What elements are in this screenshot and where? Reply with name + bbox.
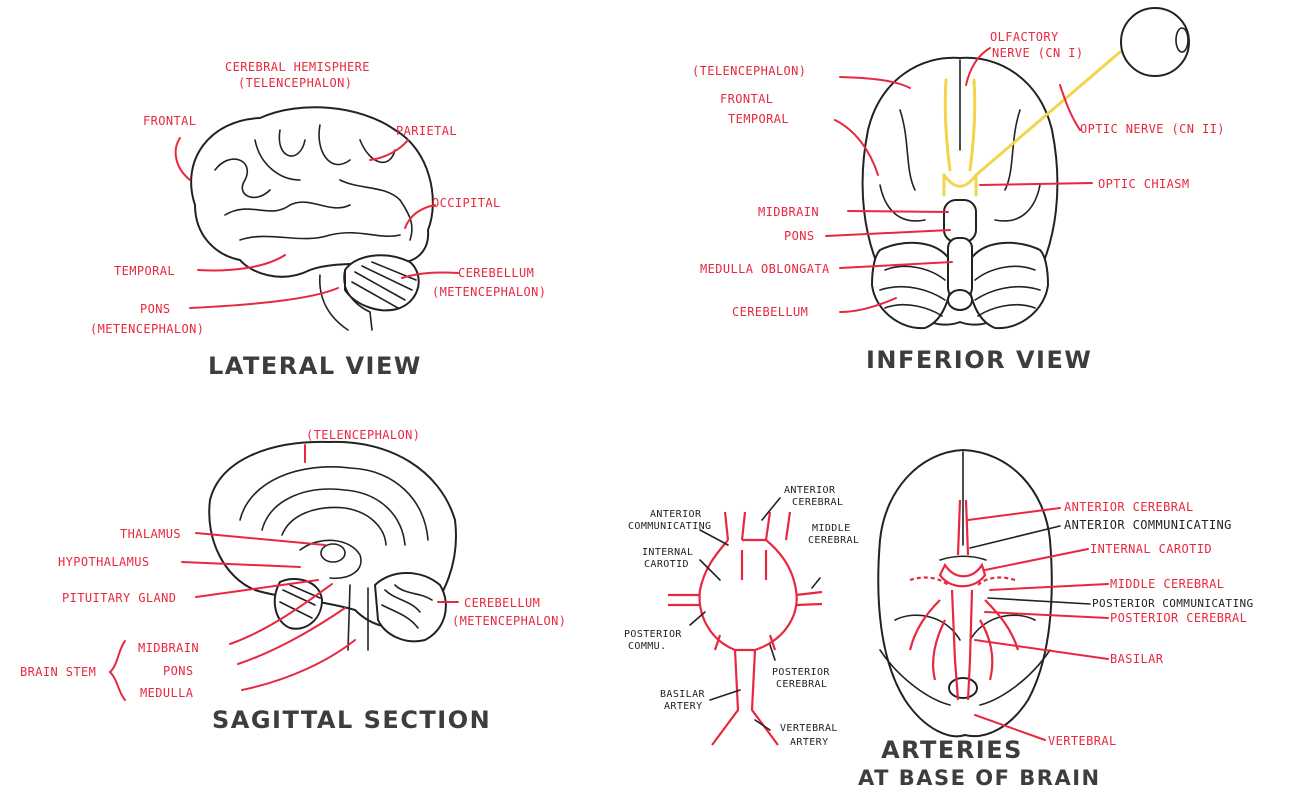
label-circle-posterior-comm-1: POSTERIOR (624, 629, 682, 640)
label-medulla-oblongata: MEDULLA OBLONGATA (700, 262, 830, 276)
label-circle-anterior-cerebral-1: ANTERIOR (784, 485, 836, 496)
label-anterior-communicating: ANTERIOR COMMUNICATING (1064, 518, 1232, 532)
label-midbrain-inferior: MIDBRAIN (758, 205, 819, 219)
title-sagittal-section: SAGITTAL SECTION (212, 706, 492, 734)
label-telencephalon-lateral: (TELENCEPHALON) (238, 76, 353, 90)
label-vertebral: VERTEBRAL (1048, 734, 1117, 748)
title-base-of-brain: AT BASE OF BRAIN (858, 766, 1101, 790)
label-posterior-cerebral: POSTERIOR CEREBRAL (1110, 611, 1248, 625)
title-inferior-view: INFERIOR VIEW (866, 346, 1093, 374)
label-cerebral-hemisphere: CEREBRAL HEMISPHERE (225, 60, 370, 74)
label-circle-middle-cerebral-1: MIDDLE (812, 523, 851, 534)
label-pituitary-gland: PITUITARY GLAND (62, 591, 177, 605)
label-thalamus: THALAMUS (120, 527, 181, 541)
label-circle-middle-cerebral-2: CEREBRAL (808, 535, 860, 546)
label-optic-nerve: OPTIC NERVE (CN II) (1080, 122, 1225, 136)
label-circle-basilar-2: ARTERY (664, 701, 703, 712)
label-olfactory: OLFACTORY (990, 30, 1059, 44)
label-metencephalon-cerebellum: (METENCEPHALON) (432, 285, 547, 299)
title-arteries: ARTERIES (881, 736, 1023, 764)
label-parietal: PARIETAL (396, 124, 457, 138)
label-occipital: OCCIPITAL (432, 196, 501, 210)
inferior-brain (825, 7, 1190, 330)
label-circle-posterior-comm-2: COMMU. (628, 641, 667, 652)
label-hypothalamus: HYPOTHALAMUS (58, 555, 150, 569)
label-posterior-communicating: POSTERIOR COMMUNICATING (1092, 597, 1254, 610)
label-telencephalon-sagittal: (TELENCEPHALON) (306, 428, 421, 442)
label-circle-posterior-cerebral-2: CEREBRAL (776, 679, 828, 690)
label-frontal-lateral: FRONTAL (143, 114, 197, 128)
title-lateral-view: LATERAL VIEW (208, 352, 422, 380)
label-medulla-sagittal: MEDULLA (140, 686, 194, 700)
label-cerebellum-inferior: CEREBELLUM (732, 305, 809, 319)
label-circle-basilar-1: BASILAR (660, 689, 705, 700)
label-frontal-inferior: FRONTAL (720, 92, 774, 106)
label-metencephalon-sagittal: (METENCEPHALON) (452, 614, 567, 628)
label-circle-vertebral-1: VERTEBRAL (780, 723, 838, 734)
label-circle-anterior-communicating-1: ANTERIOR (650, 509, 702, 520)
label-pons-lateral: PONS (140, 302, 171, 316)
label-circle-posterior-cerebral-1: POSTERIOR (772, 667, 830, 678)
label-middle-cerebral: MIDDLE CEREBRAL (1110, 577, 1225, 591)
label-brain-stem: BRAIN STEM (20, 665, 97, 679)
label-pons-sagittal: PONS (163, 664, 194, 678)
label-circle-vertebral-2: ARTERY (790, 737, 829, 748)
base-brain-arteries (877, 448, 1109, 741)
label-circle-internal-carotid-1: INTERNAL (642, 547, 694, 558)
circle-of-willis (668, 497, 823, 746)
label-basilar: BASILAR (1110, 652, 1164, 666)
label-olfactory-nerve: NERVE (CN I) (992, 46, 1084, 60)
label-midbrain-sagittal: MIDBRAIN (138, 641, 199, 655)
label-telencephalon-inferior: (TELENCEPHALON) (692, 64, 807, 78)
label-pons-inferior: PONS (784, 229, 815, 243)
label-temporal-lateral: TEMPORAL (114, 264, 175, 278)
label-circle-anterior-communicating-2: COMMUNICATING (628, 521, 712, 532)
label-circle-internal-carotid-2: CAROTID (644, 559, 689, 570)
lateral-brain (174, 106, 459, 331)
label-internal-carotid: INTERNAL CAROTID (1090, 542, 1212, 556)
label-cerebellum-sagittal: CEREBELLUM (464, 596, 541, 610)
label-anterior-cerebral: ANTERIOR CEREBRAL (1064, 500, 1194, 514)
label-cerebellum-lateral: CEREBELLUM (458, 266, 535, 280)
label-circle-anterior-cerebral-2: CEREBRAL (792, 497, 844, 508)
sagittal-brain (108, 440, 459, 701)
label-metencephalon-pons: (METENCEPHALON) (90, 322, 205, 336)
label-optic-chiasm: OPTIC CHIASM (1098, 177, 1190, 191)
label-temporal-inferior: TEMPORAL (728, 112, 789, 126)
